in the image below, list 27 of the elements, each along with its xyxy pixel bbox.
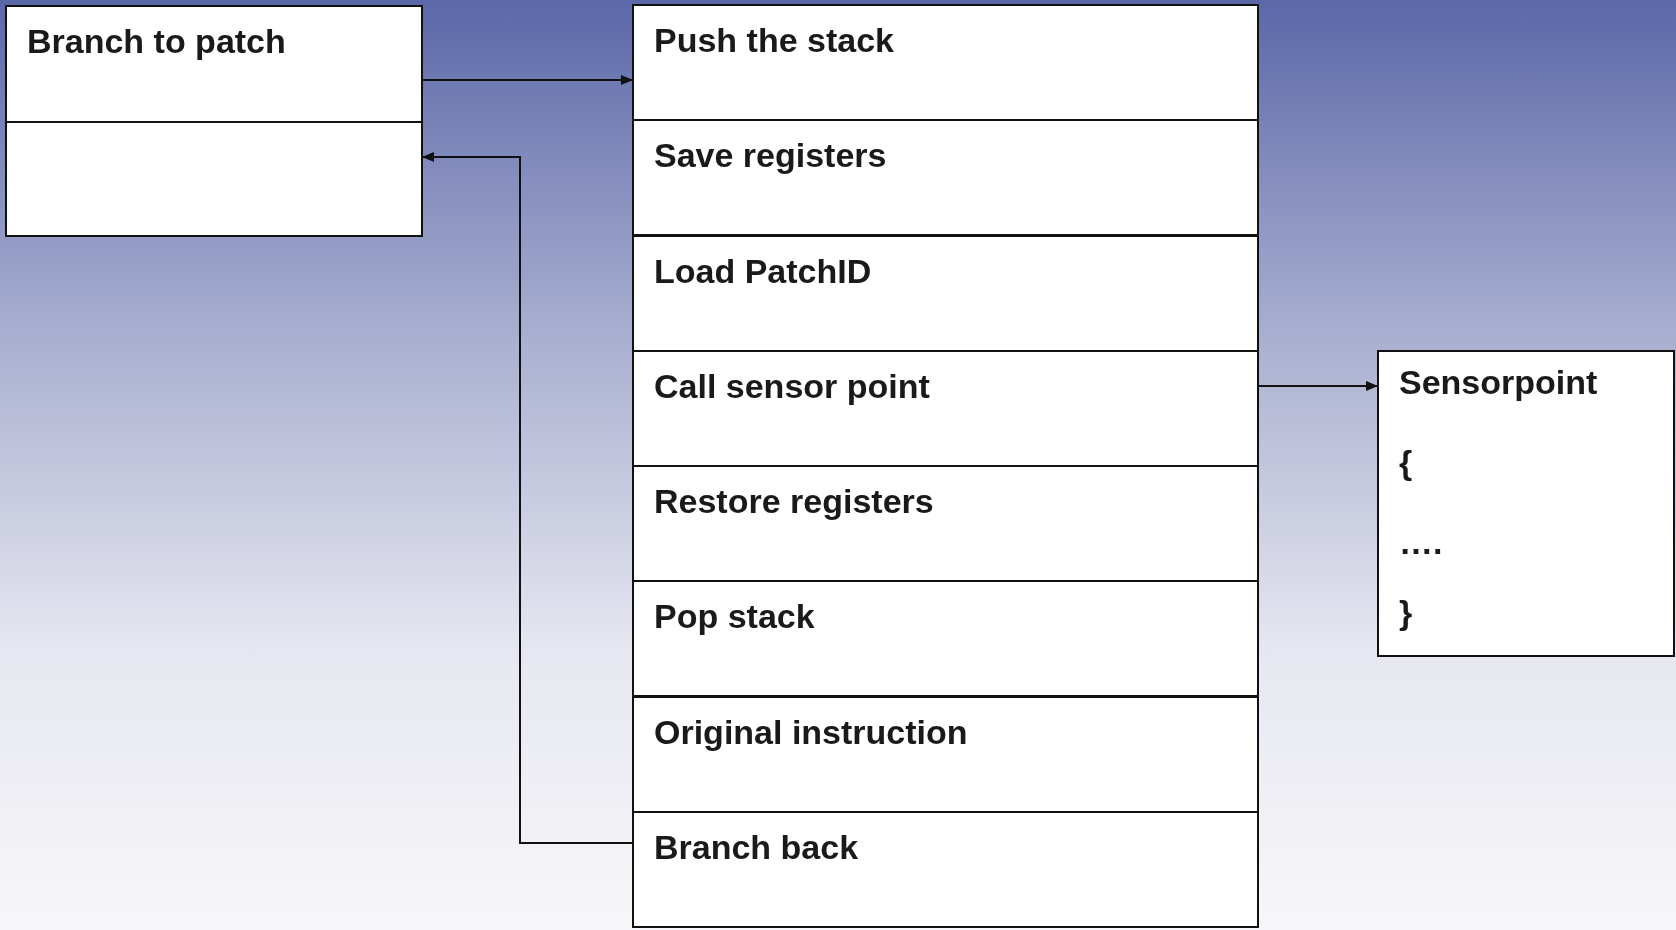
- memory-cell: [632, 580, 1259, 697]
- code-text: ….: [1399, 522, 1443, 562]
- cell-text: Original instruction: [654, 712, 968, 752]
- memory-cell: [632, 119, 1259, 236]
- cell-text: Pop stack: [654, 596, 815, 636]
- memory-cell: [632, 696, 1259, 813]
- memory-cell: [632, 811, 1259, 928]
- arrow: [422, 152, 633, 844]
- code-text: {: [1399, 442, 1413, 482]
- arrow: [422, 75, 633, 85]
- memory-cell: [632, 235, 1259, 352]
- memory-cell: [632, 350, 1259, 467]
- memory-cell: [5, 121, 423, 237]
- cell-text: Sensorpoint: [1399, 362, 1598, 402]
- cell-text: Branch to patch: [27, 21, 286, 61]
- code-text: }: [1399, 592, 1413, 632]
- cell-text: Call sensor point: [654, 366, 930, 406]
- arrow: [1258, 381, 1378, 391]
- cell-text: Restore registers: [654, 481, 934, 521]
- cell-text: Load PatchID: [654, 251, 872, 291]
- memory-cell: [5, 5, 423, 123]
- cell-text: Branch back: [654, 827, 859, 867]
- memory-cell: [632, 465, 1259, 582]
- code-box: [1377, 350, 1675, 657]
- cell-text: Push the stack: [654, 20, 894, 60]
- memory-cell: [632, 4, 1259, 121]
- cell-text: Save registers: [654, 135, 887, 175]
